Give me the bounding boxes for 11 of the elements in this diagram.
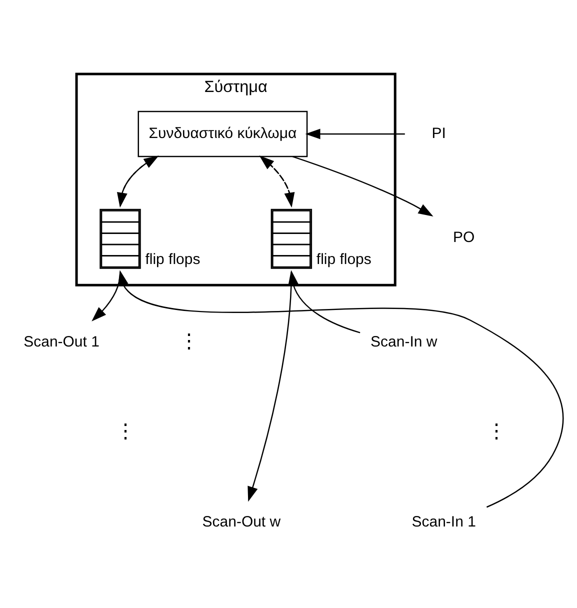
label: ⋮ <box>178 330 199 352</box>
node-text: Scan-Out w <box>202 512 281 530</box>
node-text: Scan-In w <box>370 332 438 350</box>
node-text: PO <box>453 228 475 246</box>
node-text: Scan-Out 1 <box>24 332 100 350</box>
node-text: Scan-In 1 <box>412 512 476 530</box>
label: ⋮ <box>486 420 506 442</box>
node-label: flip flops <box>316 250 372 268</box>
node-text: PI <box>432 124 446 142</box>
node-label: flip flops <box>145 250 200 268</box>
label: ⋮ <box>115 420 136 442</box>
